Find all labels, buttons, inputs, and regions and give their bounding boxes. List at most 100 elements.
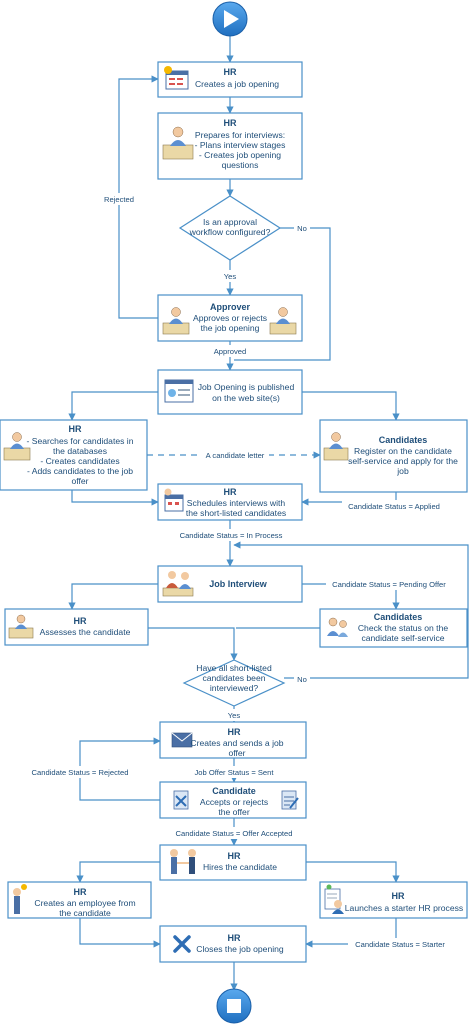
- decision-all-interviewed: Have all short-listed candidates been in…: [182, 659, 286, 707]
- node-job-interview: Job Interview: [157, 565, 303, 603]
- node-offer-line-1: Creates and sends a job: [190, 738, 283, 748]
- node-schedule-title: HR: [224, 487, 237, 497]
- decision-approval-line-1: Is an approval: [203, 217, 257, 227]
- node-assess-candidate: HR Assesses the candidate: [4, 608, 149, 646]
- node-search-line-3: - Creates candidates: [40, 456, 119, 466]
- node-accept-title: Candidate: [212, 786, 256, 796]
- label-status-offer-accepted: Candidate Status = Offer Accepted: [175, 829, 292, 838]
- edge-hire-employee: [76, 861, 160, 883]
- node-approver-title: Approver: [210, 302, 251, 312]
- envelope-icon: [171, 732, 193, 748]
- label-no-interviews: No: [297, 675, 307, 684]
- node-hire-line-1: Hires the candidate: [203, 862, 277, 872]
- node-employee-line-1: Creates an employee from: [34, 898, 135, 908]
- node-hire-title: HR: [228, 851, 241, 861]
- interview-meeting-icon: [162, 571, 194, 597]
- node-accept-line-1: Accepts or rejects: [200, 797, 268, 807]
- label-status-starter: Candidate Status = Starter: [355, 940, 445, 949]
- decision-interviewed-line-1: Have all short-listed: [196, 663, 272, 673]
- label-yes-approval: Yes: [224, 272, 237, 281]
- node-starter-line-1: Launches a starter HR process: [345, 903, 463, 913]
- node-approver-line-1: Approves or rejects: [193, 313, 267, 323]
- calendar-person-icon: [164, 488, 184, 512]
- node-employee-line-2: the candidate: [59, 908, 111, 918]
- node-search-candidates: HR - Searches for candidates in the data…: [0, 419, 148, 491]
- node-check-title: Candidates: [374, 612, 423, 622]
- node-check-line-1: Check the status on the: [358, 623, 449, 633]
- node-register-title: Candidates: [379, 435, 428, 445]
- edge-labels: Rejected No Yes Approved A candidate let…: [26, 193, 452, 950]
- play-icon: [224, 10, 239, 28]
- node-close-line-1: Closes the job opening: [196, 944, 284, 954]
- node-create-title: HR: [224, 67, 237, 77]
- document-person-icon: [324, 884, 344, 914]
- node-prepare-interviews: HR Prepares for interviews: - Plans inte…: [157, 112, 303, 180]
- node-offer-title: HR: [228, 727, 241, 737]
- node-publish-line-2: on the web site(s): [212, 393, 280, 403]
- node-hire-candidate: HR Hires the candidate: [159, 844, 307, 881]
- start-terminal: [212, 1, 248, 37]
- web-page-icon: [164, 379, 194, 403]
- person-at-desk-icon: [269, 307, 297, 335]
- label-offer-sent: Job Offer Status = Sent: [194, 768, 274, 777]
- document-reject-icon: [173, 790, 189, 810]
- node-search-line-1: - Searches for candidates in: [26, 436, 133, 446]
- node-search-line-5: offer: [71, 476, 88, 486]
- decision-interviewed-line-3: interviewed?: [210, 683, 258, 693]
- end-terminal: [216, 988, 252, 1024]
- node-interview-title: Job Interview: [209, 579, 268, 589]
- node-employee-title: HR: [74, 887, 87, 897]
- node-check-line-2: candidate self-service: [361, 633, 444, 643]
- node-search-line-4: - Adds candidates to the job: [27, 466, 133, 476]
- node-register-line-3: job: [396, 466, 409, 476]
- stop-icon: [227, 999, 241, 1013]
- person-at-desk-icon: [323, 432, 349, 461]
- calendar-icon: [164, 66, 189, 90]
- decision-interviewed-line-2: candidates been: [202, 673, 265, 683]
- edge-employee-close: [79, 918, 161, 948]
- handshake-icon: [170, 849, 196, 874]
- node-close-title: HR: [228, 933, 241, 943]
- x-mark-icon: [173, 935, 191, 953]
- node-prepare-title: HR: [224, 118, 237, 128]
- label-approved: Approved: [214, 347, 247, 356]
- label-status-applied: Candidate Status = Applied: [348, 502, 440, 511]
- edge-hire-starter: [306, 861, 400, 883]
- edge-interview-assess: [68, 583, 158, 610]
- node-publish: Job Opening is published on the web site…: [157, 369, 303, 415]
- node-prepare-line-4: questions: [222, 160, 259, 170]
- node-prepare-line-1: Prepares for interviews:: [195, 130, 285, 140]
- edge-assess-decision: [148, 627, 238, 661]
- node-create-line: Creates a job opening: [195, 79, 279, 89]
- label-candidate-letter: A candidate letter: [206, 451, 265, 460]
- label-no-approval: No: [297, 224, 307, 233]
- label-yes-interviews: Yes: [228, 711, 241, 720]
- node-assess-line-1: Assesses the candidate: [40, 627, 131, 637]
- node-register-line-2: self-service and apply for the: [348, 456, 458, 466]
- node-close-job-opening: HR Closes the job opening: [159, 925, 307, 963]
- edge-publish-search: [68, 391, 158, 421]
- node-offer-line-2: offer: [228, 748, 245, 758]
- node-create-employee: HR Creates an employee from the candidat…: [7, 881, 152, 919]
- node-prepare-line-2: - Plans interview stages: [195, 140, 286, 150]
- document-sign-icon: [281, 790, 299, 810]
- label-status-in-process: Candidate Status = In Process: [180, 531, 283, 540]
- label-rejected: Rejected: [104, 195, 134, 204]
- edge-publish-register: [300, 391, 400, 421]
- node-candidates-register: Candidates Register on the candidate sel…: [319, 419, 468, 493]
- label-status-pending-offer: Candidate Status = Pending Offer: [332, 580, 446, 589]
- node-accept-offer: Candidate Accepts or rejects the offer: [159, 781, 307, 819]
- node-schedule-line-1: Schedules interviews with: [187, 498, 286, 508]
- node-approver-line-2: the job opening: [201, 323, 260, 333]
- new-employee-icon: [13, 884, 27, 914]
- node-create-job-opening: HR Creates a job opening: [157, 61, 303, 98]
- node-assess-title: HR: [74, 616, 87, 626]
- edge-no-interviews-loop: [233, 541, 469, 679]
- person-at-desk-icon: [3, 432, 31, 461]
- person-at-desk-icon: [162, 307, 190, 335]
- people-icon: [327, 617, 348, 637]
- edge-search-schedule: [71, 490, 159, 506]
- node-check-status: Candidates Check the status on the candi…: [319, 608, 468, 648]
- decision-approval-line-2: workflow configured?: [189, 227, 271, 237]
